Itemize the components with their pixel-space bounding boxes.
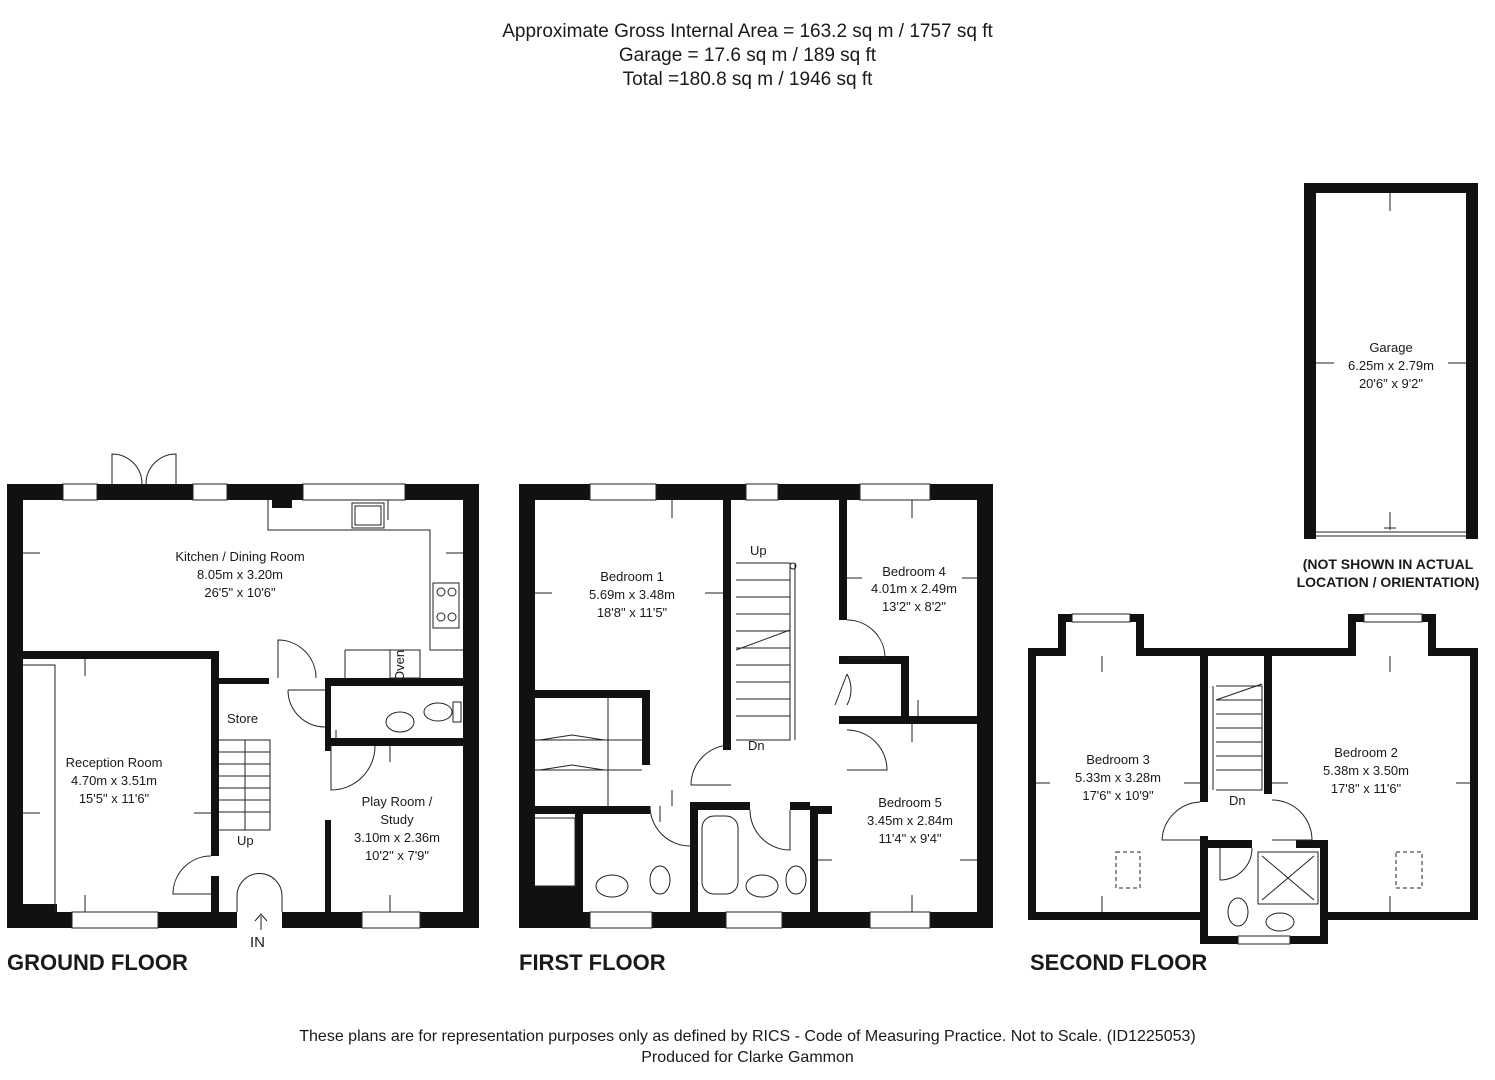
second-floor-label: SECOND FLOOR	[1030, 950, 1208, 975]
garage-metric: 6.25m x 2.79m	[1348, 358, 1434, 373]
disclaimer-line-1: These plans are for representation purpo…	[299, 1028, 1196, 1045]
disclaimer: These plans are for representation purpo…	[0, 1026, 1495, 1068]
playroom-name-1: Play Room /	[362, 794, 433, 809]
gross-internal-area: Approximate Gross Internal Area = 163.2 …	[502, 21, 993, 42]
reception-metric: 4.70m x 3.51m	[71, 773, 157, 788]
store-label: Store	[227, 711, 258, 726]
ground-floor-walls	[7, 453, 479, 929]
bedroom5-metric: 3.45m x 2.84m	[867, 813, 953, 828]
bedroom3-name: Bedroom 3	[1086, 752, 1150, 767]
bedroom1-imperial: 18'8" x 11'5"	[597, 605, 668, 620]
bedroom1-name: Bedroom 1	[600, 569, 664, 584]
first-stairs-down-label: Dn	[748, 738, 765, 753]
playroom-name-2: Study	[380, 812, 414, 827]
bedroom1-metric: 5.69m x 3.48m	[589, 587, 675, 602]
disclaimer-line-2: Produced for Clarke Gammon	[641, 1049, 854, 1066]
ground-stairs-up-label: Up	[237, 833, 254, 848]
garage-imperial: 20'6" x 9'2"	[1359, 376, 1423, 391]
kitchen-name: Kitchen / Dining Room	[175, 549, 304, 564]
bedroom2-metric: 5.38m x 3.50m	[1323, 763, 1409, 778]
entrance-label: IN	[250, 934, 265, 951]
garage-walls	[1304, 183, 1478, 539]
ground-floor-label: GROUND FLOOR	[7, 950, 188, 975]
second-floor-walls	[1028, 613, 1478, 945]
playroom-imperial: 10'2" x 7'9"	[365, 848, 429, 863]
bedroom3-imperial: 17'6" x 10'9"	[1082, 788, 1154, 803]
first-floor-walls	[519, 483, 993, 929]
bedroom4-name: Bedroom 4	[882, 564, 946, 579]
kitchen-imperial: 26'5" x 10'6"	[204, 585, 276, 600]
first-floor-label: FIRST FLOOR	[519, 950, 666, 975]
bedroom4-imperial: 13'2" x 8'2"	[882, 599, 946, 614]
kitchen-metric: 8.05m x 3.20m	[197, 567, 283, 582]
bedroom2-imperial: 17'8" x 11'6"	[1331, 781, 1402, 796]
oven-label: Oven	[392, 650, 407, 681]
area-summary: Approximate Gross Internal Area = 163.2 …	[0, 20, 1495, 92]
bedroom4-metric: 4.01m x 2.49m	[871, 581, 957, 596]
bedroom5-imperial: 11'4" x 9'4"	[878, 831, 941, 846]
garage-area: Garage = 17.6 sq m / 189 sq ft	[618, 45, 877, 66]
garage-location-note: (NOT SHOWN IN ACTUAL LOCATION / ORIENTAT…	[1283, 555, 1493, 591]
garage-name: Garage	[1369, 340, 1412, 355]
bedroom2-name: Bedroom 2	[1334, 745, 1398, 760]
total-area: Total =180.8 sq m / 1946 sq ft	[622, 69, 873, 90]
garage-note-line-2: LOCATION / ORIENTATION)	[1296, 574, 1480, 590]
reception-name: Reception Room	[66, 755, 163, 770]
playroom-metric: 3.10m x 2.36m	[354, 830, 440, 845]
bedroom3-metric: 5.33m x 3.28m	[1075, 770, 1161, 785]
second-stairs-down-label: Dn	[1229, 793, 1246, 808]
first-stairs-up-label: Up	[750, 543, 767, 558]
garage-note-line-1: (NOT SHOWN IN ACTUAL	[1302, 556, 1474, 572]
reception-imperial: 15'5" x 11'6"	[79, 791, 150, 806]
bedroom5-name: Bedroom 5	[878, 795, 942, 810]
